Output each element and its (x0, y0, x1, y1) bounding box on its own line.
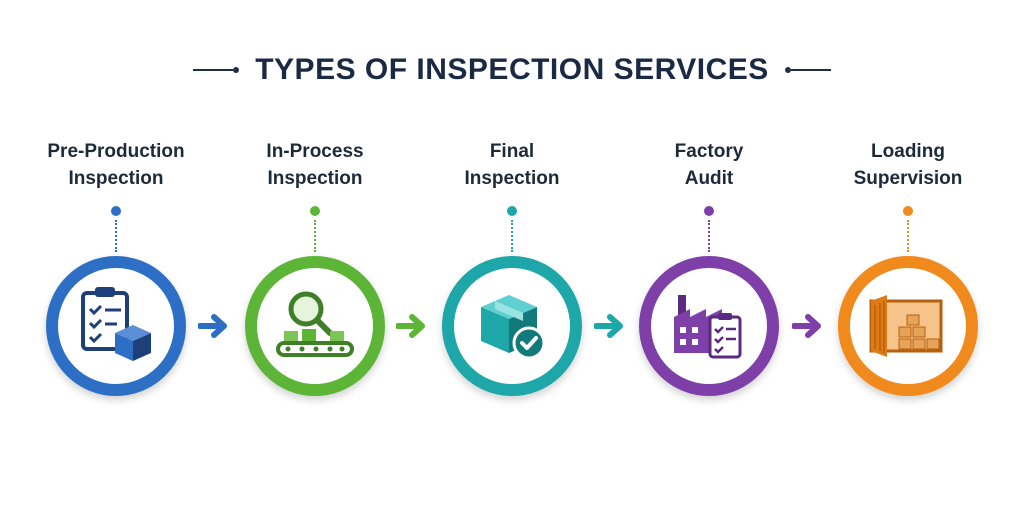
step-circle-in-process[interactable] (245, 256, 385, 396)
step-label-loading-supervision: Loading Supervision (823, 138, 993, 192)
arrow-right-icon (594, 314, 623, 338)
step-connector (314, 220, 316, 252)
step-connector (708, 220, 710, 252)
step-marker-dot (507, 206, 517, 216)
step-label-factory-audit: Factory Audit (624, 138, 794, 192)
arrow-right-icon (792, 314, 821, 338)
magnifier-conveyor-icon (276, 291, 354, 357)
title-decoration-right (784, 67, 831, 73)
step-label-line2: Inspection (267, 168, 363, 189)
step-label-line1: Pre-Production (47, 141, 185, 162)
step-connector (115, 220, 117, 252)
step-label-in-process: In-Process Inspection (230, 138, 400, 192)
step-marker-dot (704, 206, 714, 216)
step-marker-dot (903, 206, 913, 216)
step-label-line1: Loading (871, 141, 945, 162)
step-label-line2: Audit (684, 168, 734, 189)
title-row: TYPES OF INSPECTION SERVICES (0, 50, 1024, 90)
factory-clipboard-icon (674, 295, 742, 359)
step-circle-loading-supervision[interactable] (838, 256, 978, 396)
step-circle-final[interactable] (442, 256, 582, 396)
arrow-right-icon (396, 314, 425, 338)
step-label-line1: Factory (674, 141, 744, 162)
step-marker-dot (111, 206, 121, 216)
step-circle-pre-production[interactable] (46, 256, 186, 396)
step-label-line2: Supervision (853, 168, 963, 189)
step-label-pre-production: Pre-Production Inspection (31, 138, 201, 192)
step-connector (907, 220, 909, 252)
step-circle-factory-audit[interactable] (639, 256, 779, 396)
step-marker-dot (310, 206, 320, 216)
step-connector (511, 220, 513, 252)
page-title: TYPES OF INSPECTION SERVICES (255, 53, 769, 86)
step-label-line2: Inspection (68, 168, 164, 189)
clipboard-box-icon (81, 287, 151, 361)
box-checkmark-icon (481, 295, 546, 360)
title-decoration-left (193, 67, 240, 73)
arrow-right-icon (198, 314, 227, 338)
step-label-line2: Inspection (464, 168, 560, 189)
step-label-line1: Final (489, 141, 535, 162)
container-boxes-icon (869, 295, 943, 357)
step-label-line1: In-Process (266, 141, 364, 162)
step-label-final: Final Inspection (427, 138, 597, 192)
